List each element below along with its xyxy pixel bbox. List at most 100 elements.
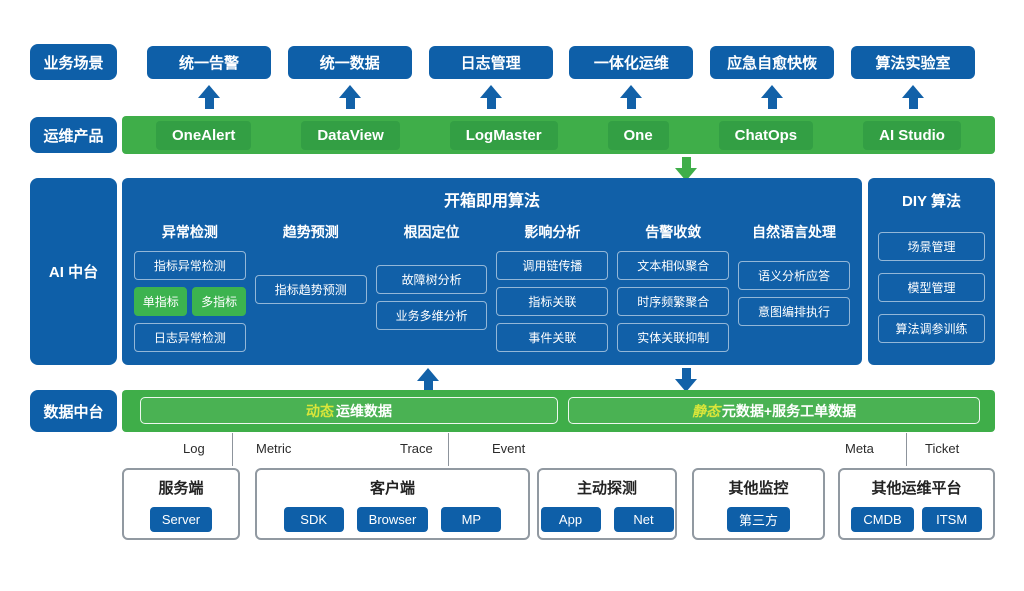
cmdb-chip: CMDB xyxy=(851,507,914,532)
column-trend-prediction: 趋势预测 指标趋势预测 xyxy=(254,222,367,359)
source-title: 主动探测 xyxy=(576,480,637,497)
source-buttons: App Net xyxy=(540,507,674,532)
browser-chip: Browser xyxy=(356,507,429,532)
dynamic-highlight-text: 动态 xyxy=(306,402,334,419)
ops-products-bar: OneAlert DataView LogMaster One ChatOps … xyxy=(122,116,995,154)
scenario-emergency-recovery: 应急自愈快恢 xyxy=(710,46,835,79)
item-scenario-management: 场景管理 xyxy=(878,232,985,261)
connector-line xyxy=(906,433,907,466)
scenario-log-management: 日志管理 xyxy=(428,46,553,79)
product-aistudio: AI Studio xyxy=(863,120,961,150)
source-client-side: 客户端 SDK Browser MP xyxy=(255,468,530,540)
item-event-correlation: 事件关联 xyxy=(496,323,609,352)
item-single-metric: 单指标 xyxy=(134,287,188,316)
product-one: One xyxy=(607,120,669,150)
data-platform-bar: 动态运维数据 静态元数据+服务工单数据 xyxy=(122,390,995,432)
connector-label-meta: Meta xyxy=(845,441,874,456)
up-arrow-icon xyxy=(620,85,642,109)
scenario-algorithm-lab: 算法实验室 xyxy=(850,46,975,79)
business-scenario-row: 统一告警 统一数据 日志管理 一体化运维 应急自愈快恢 算法实验室 xyxy=(147,46,975,79)
source-title: 服务端 xyxy=(158,480,204,497)
item-log-anomaly-detection: 日志异常检测 xyxy=(134,323,246,352)
item-metric-anomaly-detection: 指标异常检测 xyxy=(134,251,246,280)
column-anomaly-detection: 异常检测 指标异常检测 单指标 多指标 日志异常检测 xyxy=(134,222,246,359)
product-chatops: ChatOps xyxy=(718,120,814,150)
third-party-chip: 第三方 xyxy=(726,507,790,532)
item-multi-metric: 多指标 xyxy=(192,287,246,316)
column-title: 根因定位 xyxy=(403,224,460,240)
side-label-ai-platform: AI 中台 xyxy=(30,178,117,365)
dynamic-ops-data-box: 动态运维数据 xyxy=(140,397,558,424)
sdk-chip: SDK xyxy=(283,507,344,532)
item-metric-trend-prediction: 指标趋势预测 xyxy=(254,275,367,304)
static-highlight-text: 静态 xyxy=(691,402,720,419)
net-chip: Net xyxy=(613,507,674,532)
up-arrow-icon xyxy=(339,85,361,109)
diy-items: 场景管理 模型管理 算法调参训练 xyxy=(878,232,985,355)
column-impact-analysis: 影响分析 调用链传播 指标关联 事件关联 xyxy=(496,222,609,359)
column-title: 影响分析 xyxy=(524,224,581,240)
item-text-similarity-aggregation: 文本相似聚合 xyxy=(617,251,730,280)
product-onealert: OneAlert xyxy=(156,120,252,150)
diy-algorithms-box: DIY 算法 场景管理 模型管理 算法调参训练 xyxy=(868,178,995,365)
source-other-ops-platform: 其他运维平台 CMDB ITSM xyxy=(838,468,995,540)
ready-algorithms-title: 开箱即用算法 xyxy=(443,193,540,210)
static-metadata-box: 静态元数据+服务工单数据 xyxy=(568,397,980,424)
column-nlp: 自然语言处理 语义分析应答 意图编排执行 xyxy=(738,222,850,359)
metric-chip-row: 单指标 多指标 xyxy=(134,287,246,316)
app-chip: App xyxy=(540,507,601,532)
source-buttons: 第三方 xyxy=(726,507,790,532)
connector-label-log: Log xyxy=(183,441,205,456)
source-title: 客户端 xyxy=(369,480,415,497)
algorithm-columns: 异常检测 指标异常检测 单指标 多指标 日志异常检测 趋势预测 指标趋势预测 根… xyxy=(134,222,850,359)
connector-line xyxy=(448,433,449,466)
source-title: 其他监控 xyxy=(728,480,789,497)
product-dataview: DataView xyxy=(301,120,400,150)
dynamic-rest-text: 运维数据 xyxy=(336,402,392,419)
item-algorithm-tuning-training: 算法调参训练 xyxy=(878,314,985,343)
source-buttons: CMDB ITSM xyxy=(851,507,982,532)
side-label-business-scenarios: 业务场景 xyxy=(30,44,117,80)
itsm-chip: ITSM xyxy=(921,507,982,532)
up-arrow-icon xyxy=(902,85,924,109)
source-buttons: Server xyxy=(149,507,213,532)
source-server-side: 服务端 Server xyxy=(122,468,240,540)
scenario-unified-alerting: 统一告警 xyxy=(147,46,271,79)
up-arrow-icon xyxy=(417,368,439,392)
column-title: 告警收敛 xyxy=(645,224,702,240)
mp-chip: MP xyxy=(441,507,502,532)
scenario-unified-data: 统一数据 xyxy=(287,46,412,79)
scenario-integrated-ops: 一体化运维 xyxy=(569,46,694,79)
static-rest-text: 元数据+服务工单数据 xyxy=(721,402,857,419)
product-logmaster: LogMaster xyxy=(449,120,558,150)
connector-label-trace: Trace xyxy=(400,441,433,456)
up-arrow-icon xyxy=(761,85,783,109)
connector-label-metric: Metric xyxy=(256,441,292,456)
column-title: 自然语言处理 xyxy=(752,224,837,240)
column-title: 异常检测 xyxy=(161,224,218,240)
column-title: 趋势预测 xyxy=(282,224,339,240)
connector-label-event: Event xyxy=(492,441,526,456)
ai-ready-algorithms-box: 开箱即用算法 异常检测 指标异常检测 单指标 多指标 日志异常检测 趋势预测 指… xyxy=(122,178,862,365)
item-metric-correlation: 指标关联 xyxy=(496,287,609,316)
item-timeseries-frequent-aggregation: 时序频繁聚合 xyxy=(617,287,730,316)
source-other-monitoring: 其他监控 第三方 xyxy=(692,468,825,540)
connector-line xyxy=(232,433,233,466)
server-chip: Server xyxy=(149,507,213,532)
down-arrow-icon xyxy=(675,368,697,392)
item-semantic-analysis-response: 语义分析应答 xyxy=(738,261,850,290)
side-label-ops-products: 运维产品 xyxy=(30,117,117,153)
down-arrow-icon xyxy=(675,157,697,181)
source-title: 其他运维平台 xyxy=(871,480,962,497)
item-intent-orchestration-execution: 意图编排执行 xyxy=(738,297,850,326)
item-call-chain-propagation: 调用链传播 xyxy=(496,251,609,280)
column-alert-convergence: 告警收敛 文本相似聚合 时序频繁聚合 实体关联抑制 xyxy=(617,222,730,359)
item-model-management: 模型管理 xyxy=(878,273,985,302)
item-fault-tree-analysis: 故障树分析 xyxy=(375,265,488,294)
item-business-multidim-analysis: 业务多维分析 xyxy=(375,301,488,330)
connector-label-ticket: Ticket xyxy=(925,441,960,456)
diy-title: DIY 算法 xyxy=(902,193,961,210)
source-active-probe: 主动探测 App Net xyxy=(537,468,677,540)
up-arrow-icon xyxy=(198,85,220,109)
